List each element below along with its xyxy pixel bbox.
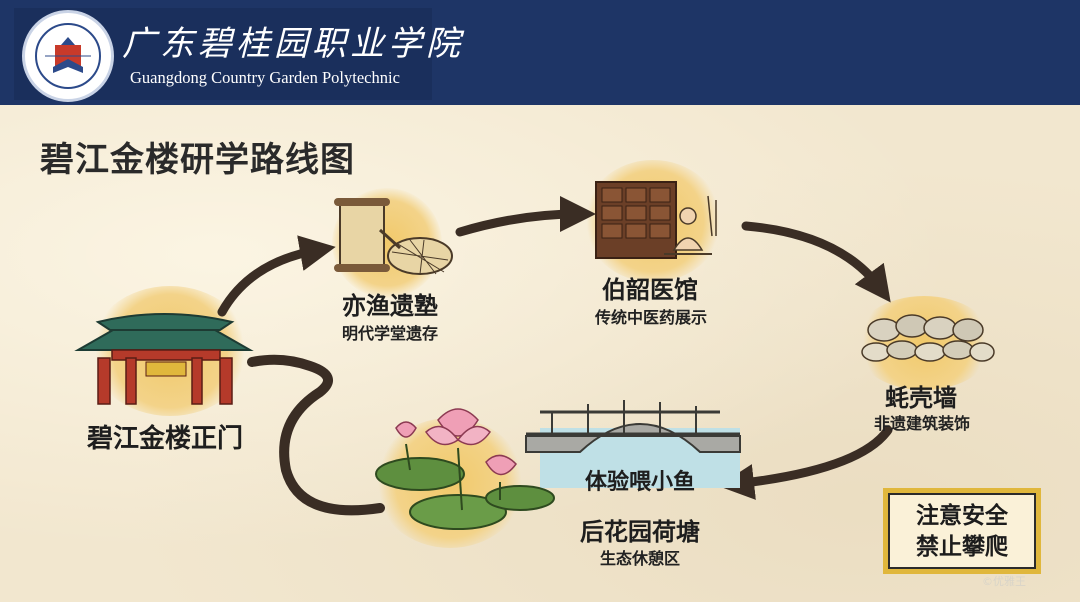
stop-desc-lotus-pond: 生态休憩区 [599,549,680,568]
lotus-flower-icon [375,408,555,530]
safety-notice-line1: 注意安全 [916,503,1008,529]
safety-notice-box: 注意安全 禁止攀爬 [883,488,1041,574]
stop-label-feed-fish: 体验喂小鱼 [584,470,695,495]
route-arrow-4 [718,425,893,500]
medicine-cabinet-icon [595,181,717,259]
stop-label-boshao-clinic: 伯韶医馆 [602,276,698,304]
gate-icon [74,313,254,405]
institution-name-en: Guangdong Country Garden Polytechnic [130,68,400,87]
stop-label-yiyu-school: 亦渔遗塾 [342,292,438,320]
route-arrow-3 [741,221,891,303]
arch-bridge-icon [525,400,741,488]
stop-label-oyster-wall: 蚝壳墙 [885,384,957,412]
scroll-net-icon [334,198,453,275]
stop-desc-oyster-wall: 非遗建筑装饰 [873,414,970,433]
route-arrow-5 [247,354,385,516]
watermark: ©优雅王 [982,575,1026,588]
college-seal-logo [22,10,114,102]
stop-desc-yiyu-school: 明代学堂遗存 [341,324,438,343]
oyster-shell-wall-icon [861,314,995,362]
stop-label-lotus-pond: 后花园荷塘 [580,518,700,546]
safety-notice-line2: 禁止攀爬 [916,534,1008,560]
header-bar: 广东碧桂园职业学院 Guangdong Country Garden Polyt… [0,0,1080,105]
route-arrow-1 [217,235,336,317]
stop-label-main-gate: 碧江金楼正门 [86,424,243,454]
institution-name-cn: 广东碧桂园职业学院 [122,24,464,64]
route-arrow-2 [455,196,596,237]
page-title: 碧江金楼研学路线图 [40,140,355,180]
stop-desc-boshao-clinic: 传统中医药展示 [594,308,707,327]
